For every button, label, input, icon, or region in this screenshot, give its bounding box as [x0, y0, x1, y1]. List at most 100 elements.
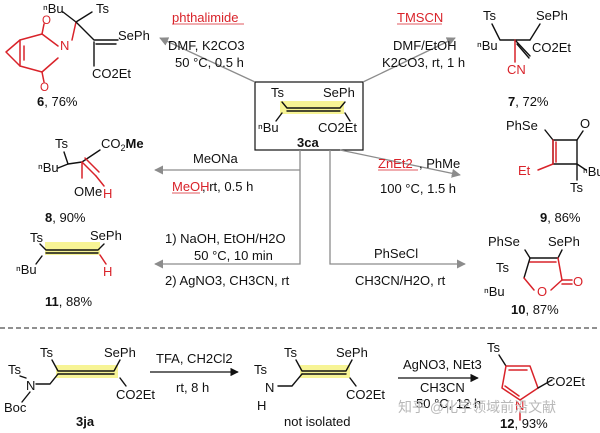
conditions-10: PhSeCl CH3CN/H2O, rt	[355, 246, 446, 288]
cond-6-line1: DMF, K2CO3	[168, 38, 245, 53]
p6-label: 6, 76%	[37, 94, 78, 109]
p6-o-bot: O	[40, 82, 49, 94]
step1-line2: rt, 8 h	[176, 380, 209, 395]
arrow-to-9	[339, 149, 461, 178]
p9-phse: PhSe	[506, 118, 538, 133]
p6-o-top: O	[42, 15, 51, 27]
p10-o-ring: O	[537, 284, 547, 299]
reagent-8: MeOH	[172, 179, 210, 194]
p6-co2et: CO2Et	[92, 66, 131, 81]
p12-n: N	[515, 398, 524, 413]
product-7-structure: Ts SePh ⁿBu CO2Et CN 7, 72%	[477, 8, 571, 109]
p8-h: H	[103, 186, 112, 201]
p7-cn: CN	[507, 62, 526, 77]
3ja-boc: Boc	[4, 400, 27, 415]
p10-seph: SePh	[548, 234, 580, 249]
cond-11-line1: 1) NaOH, EtOH/H2O	[165, 231, 286, 246]
p7-co2et: CO2Et	[532, 40, 571, 55]
3ja-ts: Ts	[40, 345, 54, 360]
cond-7-line2: K2CO3, rt, 1 h	[382, 55, 465, 70]
conditions-8: MeONa MeOH , rt, 0.5 h	[172, 151, 253, 194]
cond-8-line1: MeONa	[193, 151, 239, 166]
3ja-label: 3ja	[76, 414, 95, 429]
p10-nbu: ⁿBu	[484, 284, 505, 299]
int-ts: Ts	[284, 345, 298, 360]
p8-ome: OMe	[74, 184, 102, 199]
arrow-to-10	[329, 150, 466, 269]
p6-ts: Ts	[96, 1, 110, 16]
p9-nbu: ⁿBu	[583, 164, 600, 179]
watermark: 知乎 @化学领域前沿文献	[398, 399, 556, 415]
arrow-to-6	[159, 37, 256, 83]
cond-9-line2: 100 °C, 1.5 h	[380, 181, 456, 196]
arrow-to-7	[362, 37, 456, 83]
p9-o: O	[580, 116, 590, 131]
center-ts: Ts	[271, 85, 285, 100]
p7-label: 7, 72%	[508, 94, 549, 109]
center-label: 3ca	[297, 135, 319, 150]
product-9-structure: PhSe O Et ⁿBu Ts 9, 86%	[506, 116, 600, 225]
reagent-7: TMSCN	[397, 10, 443, 25]
p11-nbu: ⁿBu	[16, 262, 37, 277]
p11-h: H	[103, 264, 112, 279]
p7-nbu: ⁿBu	[477, 38, 498, 53]
p7-ts: Ts	[483, 8, 497, 23]
product-12-structure: Ts CO2Et N 12, 93%	[487, 340, 585, 431]
p10-ts: Ts	[496, 260, 510, 275]
int-h: H	[257, 398, 266, 413]
step1-line1: TFA, CH2Cl2	[156, 351, 233, 366]
conditions-6: phthalimide DMF, K2CO3 50 °C, 0.5 h	[168, 10, 245, 70]
p9-ts: Ts	[570, 180, 584, 195]
cond-8-line2: , rt, 0.5 h	[202, 179, 253, 194]
int-co2et: CO2Et	[346, 387, 385, 402]
p9-et: Et	[518, 163, 531, 178]
p11-seph: SePh	[90, 228, 122, 243]
p10-label: 10, 87%	[511, 302, 559, 317]
p6-seph: SePh	[118, 28, 150, 43]
p11-label: 11, 88%	[45, 294, 92, 309]
cond-10-line1: PhSeCl	[374, 246, 418, 261]
product-6-structure: ⁿBu Ts SePh CO2Et N O O 6, 76%	[5, 1, 150, 109]
product-10-structure: PhSe SePh O O Ts ⁿBu 10, 87%	[484, 234, 583, 317]
p12-co2et: CO2Et	[546, 374, 585, 389]
int-note: not isolated	[284, 414, 351, 429]
center-nbu: ⁿBu	[258, 120, 279, 135]
arrow-to-11	[154, 150, 301, 269]
reagent-9: ZnEt2	[378, 156, 413, 171]
p10-phse: PhSe	[488, 234, 520, 249]
conditions-7: TMSCN DMF/EtOH K2CO3, rt, 1 h	[382, 10, 465, 70]
reagent-6: phthalimide	[172, 10, 239, 25]
product-8-structure: Ts CO2Me ⁿBu H OMe 8, 90%	[38, 136, 144, 225]
int-n: N	[265, 380, 274, 395]
cond-9-line1: , PhMe	[419, 156, 460, 171]
intermediate-compound: Ts SePh CO2Et Ts N H not isolated	[254, 345, 385, 429]
step2-line1: AgNO3, NEt3	[403, 357, 482, 372]
cond-7-line1: DMF/EtOH	[393, 38, 457, 53]
3ja-co2et: CO2Et	[116, 387, 155, 402]
center-co2et: CO2Et	[318, 120, 357, 135]
p8-nbu: ⁿBu	[38, 160, 59, 175]
center-box	[254, 81, 364, 151]
center-seph: SePh	[323, 85, 355, 100]
cond-11-line2: 50 °C, 10 min	[194, 248, 273, 263]
cond-10-line2: CH3CN/H2O, rt	[355, 273, 446, 288]
conditions-11: 1) NaOH, EtOH/H2O 50 °C, 10 min 2) AgNO3…	[165, 231, 290, 288]
p11-ts: Ts	[30, 230, 44, 245]
p8-label: 8, 90%	[45, 210, 86, 225]
p8-co2me: CO2Me	[101, 136, 144, 153]
p12-ts: Ts	[487, 340, 501, 355]
3ja-n: N	[26, 378, 35, 393]
int-seph: SePh	[336, 345, 368, 360]
cond-6-line2: 50 °C, 0.5 h	[175, 55, 244, 70]
product-11-structure: Ts SePh ⁿBu H 11, 88%	[16, 228, 122, 309]
int-ts-n: Ts	[254, 362, 268, 377]
step2-line2: CH3CN	[420, 380, 465, 395]
center-compound-3ca: Ts SePh ⁿBu CO2Et 3ca	[254, 81, 364, 151]
p10-o-carbonyl: O	[573, 274, 583, 289]
conditions-9: ZnEt2 , PhMe 100 °C, 1.5 h	[378, 156, 460, 196]
p6-nbu: ⁿBu	[43, 1, 64, 16]
3ja-ts-n: Ts	[8, 362, 22, 377]
p6-n: N	[60, 38, 69, 53]
step2-line3: 50 °C, 12 h	[416, 396, 481, 411]
